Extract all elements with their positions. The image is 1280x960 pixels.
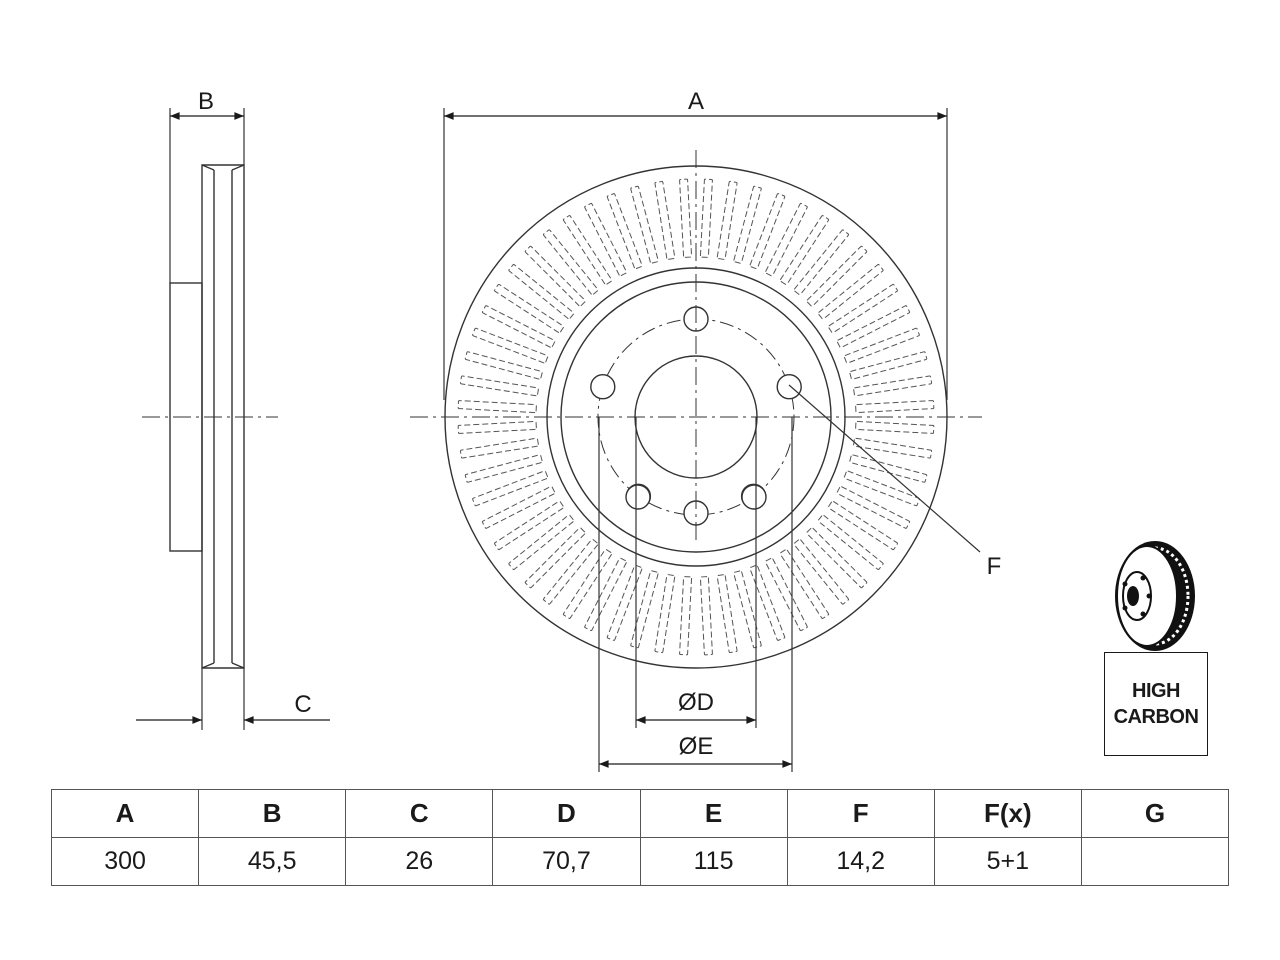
vent-slot: [584, 202, 628, 277]
vent-slot: [524, 245, 586, 307]
vent-slot: [464, 351, 543, 380]
vent-slot: [494, 500, 565, 551]
vent-slot: [562, 215, 613, 286]
vent-slot: [630, 185, 659, 264]
vent-slot: [606, 564, 643, 641]
dim-label-E: ØE: [679, 733, 714, 760]
vent-slot: [764, 557, 808, 632]
vent-slot: [817, 514, 884, 570]
vent-slot: [457, 420, 537, 434]
vent-slot: [481, 305, 556, 349]
spec-value-row: 300 45,5 26 70,7 115 14,2 5+1: [50, 837, 1230, 886]
vent-slot: [679, 178, 693, 258]
spec-value-cell: [1080, 837, 1230, 886]
vent-slot: [764, 202, 808, 277]
vent-slot: [749, 564, 786, 641]
vent-slot: [827, 500, 898, 551]
dim-label-C: C: [294, 691, 311, 718]
front-view: [410, 108, 982, 772]
vent-slot: [849, 351, 928, 380]
vent-slot: [716, 180, 738, 260]
vent-slot: [749, 193, 786, 270]
vent-slot: [849, 454, 928, 483]
vent-slot: [543, 538, 599, 605]
spec-value-cell: 5+1: [933, 837, 1082, 886]
spec-header-cell: A: [50, 789, 200, 838]
vent-slot: [508, 264, 575, 320]
vent-slot: [630, 570, 659, 649]
bolt-hole: [625, 484, 651, 510]
spec-header-cell: F(x): [933, 789, 1082, 838]
vent-slot: [843, 470, 920, 507]
spec-value-cell: 14,2: [786, 837, 935, 886]
vent-slot: [806, 527, 868, 589]
bolt-hole: [776, 374, 802, 400]
vent-slot: [853, 437, 933, 459]
spec-header-cell: D: [492, 789, 641, 838]
vent-slot: [654, 180, 676, 260]
vent-slot: [459, 375, 539, 397]
vent-slot: [853, 375, 933, 397]
dim-label-B: B: [198, 88, 214, 115]
vent-slot: [716, 574, 738, 654]
vent-slot: [654, 574, 676, 654]
dim-label-A: A: [688, 88, 704, 115]
spec-header-cell: E: [639, 789, 788, 838]
vent-slot: [543, 229, 599, 296]
vent-slot: [562, 548, 613, 619]
spec-value-cell: 300: [50, 837, 200, 886]
vent-slot: [679, 576, 693, 656]
vent-slot: [843, 327, 920, 364]
vent-slot: [459, 437, 539, 459]
vent-slot: [817, 264, 884, 320]
spec-value-cell: 115: [639, 837, 788, 886]
dim-label-F: F: [987, 553, 1002, 580]
vent-slot: [836, 485, 911, 529]
vent-slot: [699, 178, 713, 258]
spec-header-cell: C: [345, 789, 494, 838]
bolt-hole: [741, 484, 767, 510]
vent-slot: [733, 570, 762, 649]
vent-slot: [793, 538, 849, 605]
dim-label-D: ØD: [678, 689, 714, 716]
vent-slots: [457, 178, 935, 656]
vent-slot: [779, 548, 830, 619]
disc-thumbnail: [1115, 541, 1195, 651]
vent-slot: [779, 215, 830, 286]
spec-header-cell: F: [786, 789, 935, 838]
vent-slot: [464, 454, 543, 483]
vent-slot: [524, 527, 586, 589]
vent-slot: [457, 400, 537, 414]
vent-slot: [699, 576, 713, 656]
vent-slot: [472, 470, 549, 507]
spec-header-row: A B C D E F F(x) G: [50, 789, 1230, 838]
vent-slot: [827, 283, 898, 334]
vent-slot: [481, 485, 556, 529]
spec-table: A B C D E F F(x) G 300 45,5 26 70,7 115 …: [50, 789, 1230, 886]
spec-header-cell: B: [198, 789, 347, 838]
vent-slot: [733, 185, 762, 264]
spec-value-cell: 26: [345, 837, 494, 886]
vent-slot: [472, 327, 549, 364]
vent-slot: [584, 557, 628, 632]
vent-slot: [606, 193, 643, 270]
spec-value-cell: 45,5: [198, 837, 347, 886]
badge-line-2: CARBON: [1113, 706, 1199, 728]
spec-value-cell: 70,7: [492, 837, 641, 886]
technical-drawing: B C A ØD ØE F: [136, 88, 1195, 772]
vent-slot: [508, 514, 575, 570]
badge-line-1: HIGH: [1132, 680, 1181, 702]
side-view: [136, 108, 330, 730]
vent-slot: [494, 283, 565, 334]
bolt-hole: [590, 374, 616, 400]
vent-slot: [855, 420, 935, 434]
dim-F-leader: [788, 384, 981, 553]
vent-slot: [806, 245, 868, 307]
high-carbon-badge: HIGH CARBON: [1104, 652, 1208, 756]
vent-slot: [793, 229, 849, 296]
vent-slot: [855, 400, 935, 414]
spec-header-cell: G: [1080, 789, 1230, 838]
vent-slot: [836, 305, 911, 349]
side-disc-top-step: [201, 164, 245, 669]
